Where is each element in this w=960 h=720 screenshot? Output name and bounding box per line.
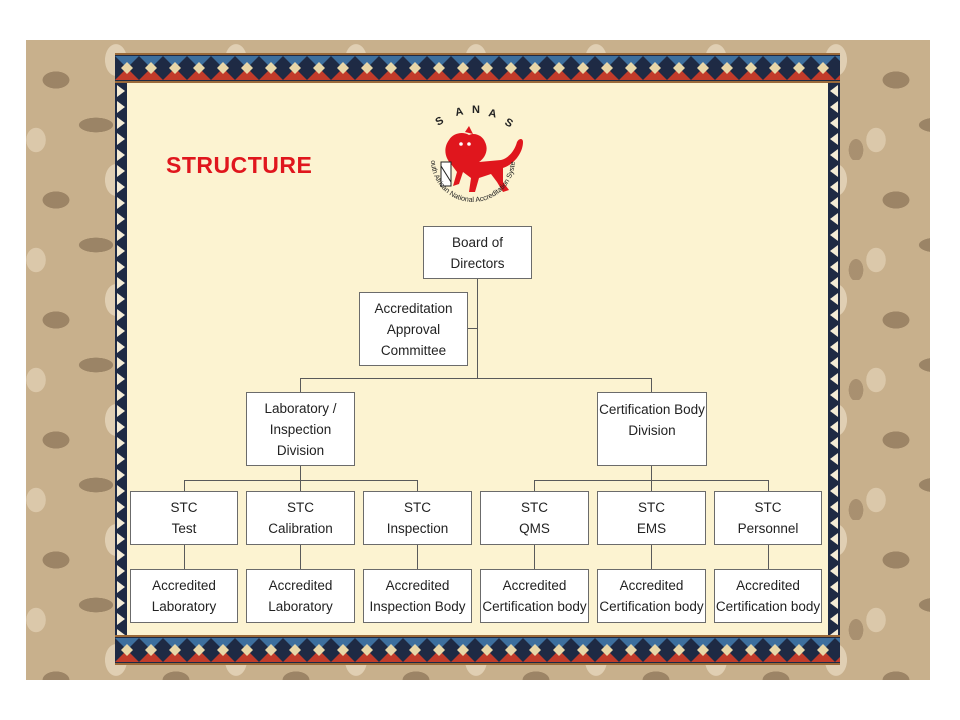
- logo-letter: A: [454, 106, 464, 119]
- logo-letter: S: [434, 115, 446, 129]
- connector: [184, 480, 418, 481]
- connector: [651, 545, 652, 569]
- org-box-accredited-cert-qms: Accredited Certification body: [480, 569, 589, 623]
- frame-band-top: [115, 53, 840, 83]
- connector: [477, 278, 478, 378]
- org-box-lab-inspection-division: Laboratory / Inspection Division: [246, 392, 355, 466]
- connector: [768, 480, 769, 492]
- org-box-accredited-lab-calibration: Accredited Laboratory: [246, 569, 355, 623]
- connector: [300, 378, 301, 393]
- connector: [651, 378, 652, 393]
- connector: [768, 545, 769, 569]
- connector: [651, 480, 652, 492]
- org-box-stc-qms: STC QMS: [480, 491, 589, 545]
- logo-letter: N: [472, 104, 480, 116]
- connector: [300, 480, 301, 492]
- frame-side-left: [115, 83, 127, 635]
- org-box-board: Board of Directors: [423, 226, 532, 279]
- connector: [417, 545, 418, 569]
- connector: [534, 480, 535, 492]
- org-box-stc-test: STC Test: [130, 491, 238, 545]
- org-box-stc-calibration: STC Calibration: [246, 491, 355, 545]
- connector: [417, 480, 418, 492]
- connector: [300, 545, 301, 569]
- connector: [184, 545, 185, 569]
- org-box-accredited-inspection-body: Accredited Inspection Body: [363, 569, 472, 623]
- logo-letter: A: [487, 107, 497, 120]
- org-box-approval-committee: Accreditation Approval Committee: [359, 292, 468, 366]
- org-box-stc-personnel: STC Personnel: [714, 491, 822, 545]
- connector: [184, 480, 185, 492]
- connector: [651, 465, 652, 480]
- org-box-stc-inspection: STC Inspection: [363, 491, 472, 545]
- frame-band-bottom: [115, 635, 840, 665]
- slide-title: STRUCTURE: [166, 152, 313, 178]
- connector: [467, 328, 477, 329]
- frame-side-right: [828, 83, 840, 635]
- org-box-stc-ems: STC EMS: [597, 491, 706, 545]
- org-box-accredited-lab-test: Accredited Laboratory: [130, 569, 238, 623]
- connector: [534, 545, 535, 569]
- logo-letter: S: [503, 116, 515, 130]
- connector: [300, 465, 301, 480]
- org-box-certification-division: Certification Body Division: [597, 392, 707, 466]
- connector: [300, 378, 652, 379]
- org-box-accredited-cert-ems: Accredited Certification body: [597, 569, 706, 623]
- org-box-accredited-cert-personnel: Accredited Certification body: [714, 569, 822, 623]
